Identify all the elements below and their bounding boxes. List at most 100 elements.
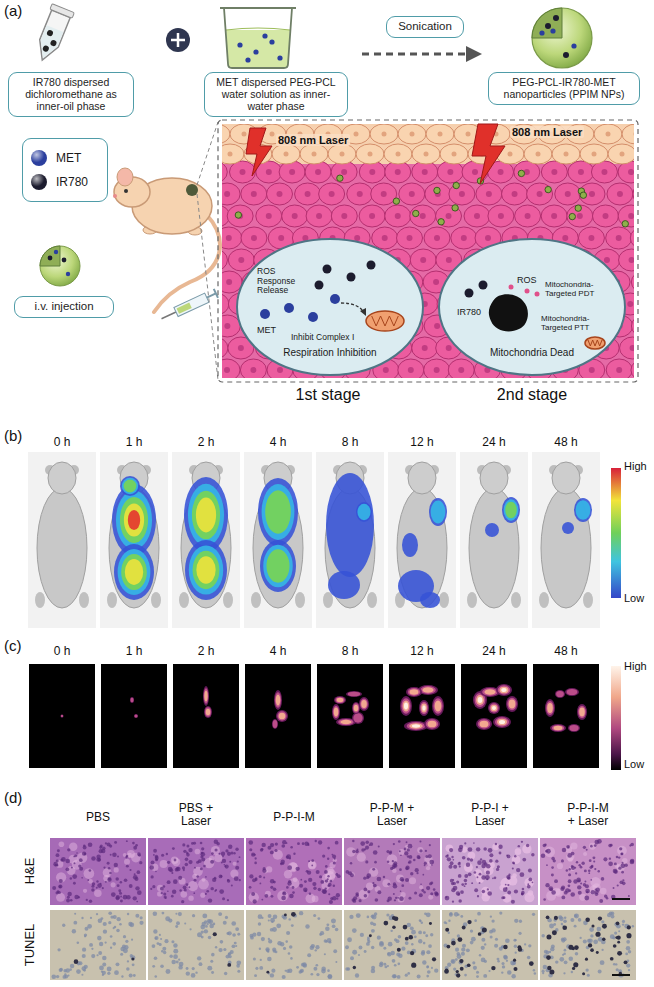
he-tile	[89, 869, 92, 872]
tissue-cell	[475, 227, 501, 249]
he-tile	[259, 882, 261, 884]
tunel-tile	[426, 975, 429, 978]
tissue-cell	[256, 205, 282, 227]
he-tile	[603, 857, 607, 861]
nanoparticle-dot	[622, 221, 628, 227]
tunel-tile	[517, 945, 521, 949]
he-tile	[393, 843, 395, 845]
fluorescence-signal	[504, 499, 519, 520]
tissue-cell	[486, 279, 492, 285]
tissue-cell	[498, 213, 504, 219]
mouse-body	[37, 488, 87, 608]
tunel-tile	[268, 938, 270, 940]
tissue-cell	[228, 293, 254, 315]
tunel-tile	[205, 925, 208, 928]
he-tile	[315, 840, 317, 842]
he-tile	[293, 877, 298, 882]
tissue-cell	[408, 367, 414, 373]
he-tile	[518, 845, 520, 847]
tunel-tile	[482, 928, 487, 933]
he-tile	[424, 864, 426, 866]
tissue-cell	[607, 183, 633, 205]
tunel-tile	[425, 934, 428, 937]
fluorescence-signal	[545, 699, 555, 717]
he-tile	[458, 899, 461, 902]
he-tile	[366, 876, 369, 879]
tunel-tile	[260, 959, 262, 961]
he-tile	[188, 881, 198, 891]
he-tile	[134, 873, 136, 875]
he-tile	[505, 884, 507, 886]
he-tile	[451, 882, 454, 885]
fluorescence-signal	[410, 689, 419, 695]
tissue-cell	[222, 161, 227, 183]
he-tile	[492, 844, 499, 851]
he-tile	[516, 868, 520, 872]
histology-tile	[50, 838, 636, 980]
he-tile	[452, 901, 454, 903]
image-ground	[389, 664, 455, 768]
he-tile	[96, 880, 98, 882]
he-tile	[184, 889, 187, 892]
tunel-tile	[101, 970, 103, 972]
tunel-tile	[327, 974, 332, 979]
he-tile	[532, 881, 534, 883]
tunel-tile	[160, 938, 162, 940]
fluorescence-image	[172, 452, 240, 628]
he-tile	[167, 861, 170, 864]
tunel-tile	[178, 965, 182, 969]
he-tile	[59, 885, 62, 888]
tissue-cell	[616, 367, 622, 373]
skin-cell	[466, 132, 471, 137]
nanoparticle-illustration	[54, 250, 58, 254]
he-tile	[254, 857, 256, 859]
tissue-cell	[537, 235, 543, 241]
skin-cell	[550, 132, 555, 137]
he-tile	[528, 878, 532, 882]
he-tile	[424, 862, 427, 865]
tissue-cell	[576, 301, 582, 307]
nanoparticle-dot	[575, 205, 581, 211]
he-tile	[568, 879, 572, 883]
skin-cell	[552, 144, 580, 164]
tissue-cell	[461, 235, 467, 241]
tunel-tile	[495, 938, 498, 941]
tube-illustration	[50, 4, 75, 19]
fluorescence-signal	[420, 686, 436, 694]
he-tile	[620, 853, 623, 856]
he-tile	[477, 860, 482, 865]
tissue-cell	[446, 345, 452, 351]
fluorescence-signal	[428, 721, 437, 728]
he-tile	[274, 849, 277, 852]
fluorescence-signal	[495, 717, 509, 726]
tunel-tile	[224, 972, 227, 975]
he-tile	[336, 893, 340, 897]
tunel-tile	[62, 924, 65, 927]
he-tile	[420, 883, 422, 885]
skin-cell	[354, 132, 359, 137]
tunel-tile	[96, 913, 98, 915]
beaker-illustration	[237, 42, 242, 47]
he-tile	[449, 848, 453, 852]
tissue-cell	[476, 271, 502, 293]
fluorescence-signal	[432, 696, 444, 716]
tunel-tile	[371, 929, 375, 933]
he-tile	[407, 855, 410, 858]
tissue-cell	[292, 213, 298, 219]
fluorescence-signal	[130, 698, 133, 703]
he-tile	[87, 879, 89, 881]
fluorescence-signal	[276, 694, 280, 705]
tunel-tile	[442, 910, 538, 980]
tissue-cell	[555, 315, 581, 337]
he-tile	[543, 844, 546, 847]
tunel-tile	[324, 953, 326, 955]
he-tile	[476, 847, 480, 851]
tunel-tile	[162, 912, 165, 915]
he-tile	[430, 882, 433, 885]
he-tile	[408, 897, 411, 900]
fluorescence-signal	[401, 698, 410, 714]
he-tile	[526, 844, 529, 847]
tunel-tile	[267, 957, 272, 962]
he-tile	[208, 898, 212, 902]
he-tile	[482, 890, 486, 894]
